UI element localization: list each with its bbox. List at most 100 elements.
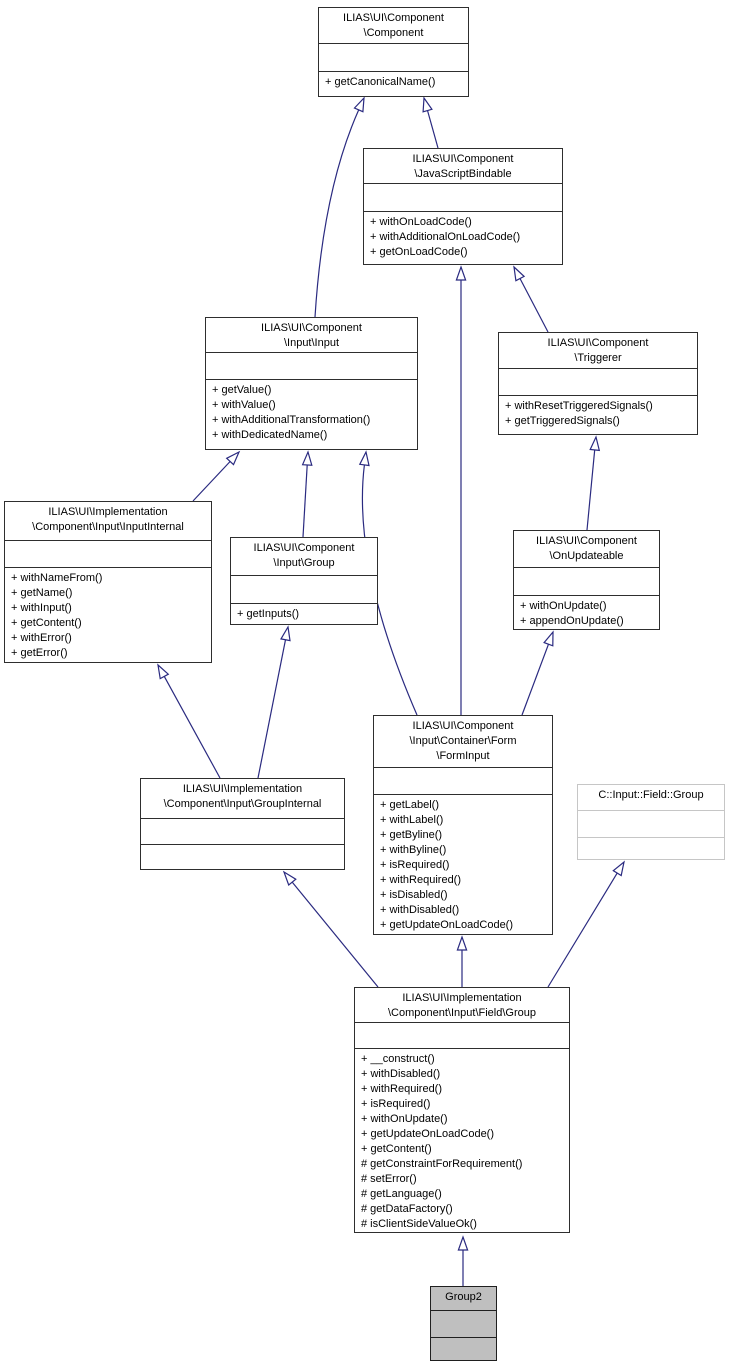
class-node-jsbindable[interactable]: ILIAS\UI\Component \JavaScriptBindable + … bbox=[363, 148, 563, 265]
inheritance-arrowhead-icon bbox=[543, 630, 554, 647]
methods-section bbox=[431, 1337, 496, 1360]
method-item: # getDataFactory() bbox=[361, 1203, 453, 1215]
method-item: + withDisabled() bbox=[380, 904, 460, 916]
edge-line bbox=[257, 639, 287, 779]
class-title: ILIAS\UI\Component \JavaScriptBindable bbox=[364, 149, 562, 184]
method-item: + withValue() bbox=[212, 399, 276, 411]
inheritance-edge-group2-to-fieldgroup bbox=[457, 1235, 469, 1286]
attributes-section bbox=[499, 369, 697, 395]
edge-line bbox=[314, 109, 360, 318]
edge-line bbox=[291, 881, 379, 988]
method-item: + __construct() bbox=[361, 1053, 435, 1065]
class-node-forminput[interactable]: ILIAS\UI\Component \Input\Container\Form… bbox=[373, 715, 553, 935]
method-item: + isRequired() bbox=[361, 1098, 431, 1110]
edge-line bbox=[302, 464, 308, 538]
method-item: # setError() bbox=[361, 1173, 417, 1185]
inheritance-arrowhead-icon bbox=[456, 935, 468, 951]
inheritance-edge-forminput-to-onupdateable bbox=[521, 630, 554, 716]
inheritance-arrowhead-icon bbox=[353, 96, 365, 113]
edge-line bbox=[586, 449, 596, 531]
inheritance-arrowhead-icon bbox=[422, 96, 433, 113]
class-node-input[interactable]: ILIAS\UI\Component \Input\Input + getValu… bbox=[205, 317, 418, 450]
class-title: ILIAS\UI\Implementation \Component\Input… bbox=[5, 502, 211, 541]
inheritance-edge-fieldgroup-to-groupinternal bbox=[282, 870, 379, 988]
inheritance-arrowhead-icon bbox=[513, 265, 526, 282]
inheritance-edge-triggerer-to-jsbindable bbox=[513, 265, 549, 333]
class-title: C::Input::Field::Group bbox=[578, 785, 724, 811]
class-node-fieldgroup[interactable]: ILIAS\UI\Implementation \Component\Input… bbox=[354, 987, 570, 1233]
inheritance-arrowhead-icon bbox=[455, 265, 467, 281]
method-item: + withAdditionalOnLoadCode() bbox=[370, 231, 521, 243]
method-item: + getCanonicalName() bbox=[325, 76, 436, 88]
inheritance-arrowhead-icon bbox=[301, 450, 313, 466]
inheritance-arrowhead-icon bbox=[612, 860, 625, 877]
method-item: + withLabel() bbox=[380, 814, 444, 826]
method-item: + withResetTriggeredSignals() bbox=[505, 400, 653, 412]
method-item: + withOnUpdate() bbox=[520, 600, 607, 612]
class-node-triggerer[interactable]: ILIAS\UI\Component \Triggerer + withReset… bbox=[498, 332, 698, 435]
attributes-section bbox=[231, 576, 377, 603]
methods-section: + withNameFrom() + getName() + withInput()… bbox=[5, 567, 211, 662]
methods-section: + getInputs() bbox=[231, 603, 377, 624]
inheritance-edge-groupinternal-to-group bbox=[257, 625, 291, 779]
attributes-section bbox=[355, 1023, 569, 1048]
edge-line bbox=[521, 643, 550, 716]
inheritance-edge-forminput-to-jsbindable bbox=[455, 265, 467, 715]
edge-line bbox=[426, 110, 439, 149]
inheritance-arrowhead-icon bbox=[157, 663, 170, 680]
inheritance-edge-groupinternal-to-inputinternal bbox=[157, 663, 221, 779]
attributes-section bbox=[374, 768, 552, 794]
class-title: ILIAS\UI\Component \Triggerer bbox=[499, 333, 697, 369]
edge-line bbox=[519, 278, 549, 333]
method-item: + withRequired() bbox=[380, 874, 462, 886]
attributes-section bbox=[431, 1311, 496, 1337]
method-item: + withAdditionalTransformation() bbox=[212, 414, 371, 426]
class-node-onupdateable[interactable]: ILIAS\UI\Component \OnUpdateable + withOn… bbox=[513, 530, 660, 630]
class-title: ILIAS\UI\Component \OnUpdateable bbox=[514, 531, 659, 568]
method-item: + getTriggeredSignals() bbox=[505, 415, 620, 427]
attributes-section bbox=[514, 568, 659, 595]
class-node-inputinternal[interactable]: ILIAS\UI\Implementation \Component\Input… bbox=[4, 501, 212, 663]
method-item: + getInputs() bbox=[237, 608, 300, 620]
class-title: ILIAS\UI\Component \Input\Container\Form… bbox=[374, 716, 552, 768]
inheritance-arrowhead-icon bbox=[589, 435, 601, 452]
method-item: # getConstraintForRequirement() bbox=[361, 1158, 523, 1170]
attributes-section bbox=[206, 353, 417, 379]
method-item: + withByline() bbox=[380, 844, 447, 856]
methods-section: + getValue()+ withValue()+ withAdditiona… bbox=[206, 379, 417, 449]
method-item: + isDisabled() bbox=[380, 889, 448, 901]
methods-section: + withOnLoadCode()+ withAdditionalOnLoad… bbox=[364, 211, 562, 264]
method-item: + getUpdateOnLoadCode() bbox=[361, 1128, 495, 1140]
class-node-component[interactable]: ILIAS\UI\Component \Component+ getCanoni… bbox=[318, 7, 469, 97]
class-title: ILIAS\UI\Implementation \Component\Input… bbox=[141, 779, 344, 819]
attributes-section bbox=[364, 184, 562, 211]
attributes-section bbox=[141, 819, 344, 844]
methods-section: + getLabel()+ withLabel()+ getByline()+ … bbox=[374, 794, 552, 934]
method-item: + withInput() bbox=[11, 602, 72, 614]
method-item: + getContent() bbox=[11, 617, 82, 629]
method-item: + withDisabled() bbox=[361, 1068, 441, 1080]
inheritance-arrowhead-icon bbox=[358, 450, 370, 467]
edge-line bbox=[163, 676, 221, 779]
method-item: + getUpdateOnLoadCode() bbox=[380, 919, 514, 931]
inheritance-arrowhead-icon bbox=[225, 450, 241, 466]
attributes-section bbox=[5, 541, 211, 567]
inheritance-edge-input-to-component bbox=[314, 96, 365, 318]
inheritance-edge-inputinternal-to-input bbox=[192, 450, 241, 502]
method-item: # getLanguage() bbox=[361, 1188, 442, 1200]
inheritance-edge-onupdateable-to-triggerer bbox=[586, 435, 601, 531]
class-node-group[interactable]: ILIAS\UI\Component \Input\Group+ getInpu… bbox=[230, 537, 378, 625]
class-node-groupinternal[interactable]: ILIAS\UI\Implementation \Component\Input… bbox=[140, 778, 345, 870]
inheritance-arrowhead-icon bbox=[457, 1235, 469, 1251]
method-item: + withNameFrom() bbox=[11, 572, 103, 584]
method-item: + getName() bbox=[11, 587, 73, 599]
attributes-section bbox=[578, 811, 724, 837]
inheritance-edge-jsbindable-to-component bbox=[422, 96, 439, 149]
class-title: ILIAS\UI\Component \Input\Input bbox=[206, 318, 417, 353]
attributes-section bbox=[319, 44, 468, 71]
methods-section: + withResetTriggeredSignals() + getTrigge… bbox=[499, 395, 697, 434]
method-item: + withRequired() bbox=[361, 1083, 443, 1095]
method-item: + getError() bbox=[11, 647, 68, 659]
